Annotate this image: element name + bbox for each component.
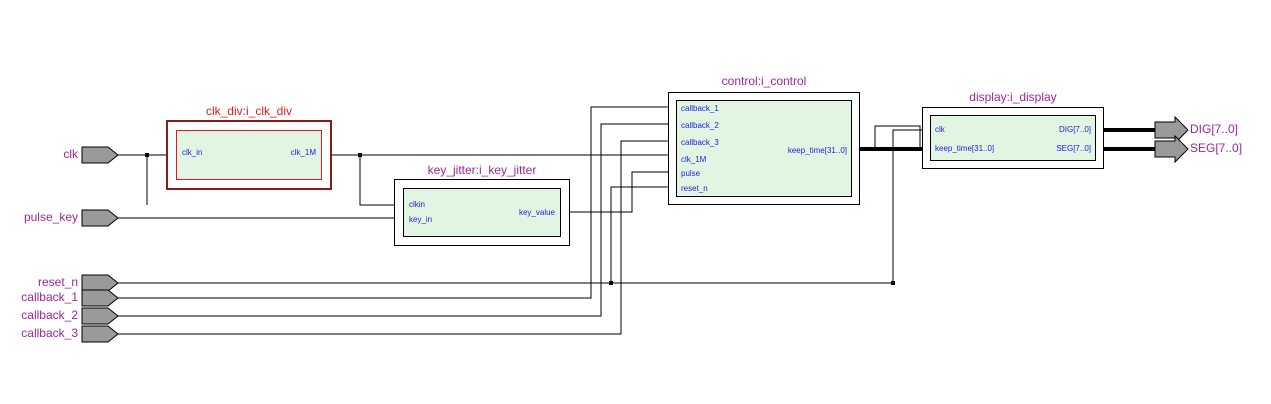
- pin-display-dig[interactable]: DIG[7..0]: [1058, 125, 1091, 134]
- pin-display-clk[interactable]: clk: [935, 125, 945, 134]
- wire-callback1-to-control: [112, 106, 668, 299]
- module-body-clk-div: [176, 130, 322, 180]
- junction-dot-resetn: [609, 281, 613, 285]
- port-label-callback-1[interactable]: callback_1: [21, 290, 78, 304]
- wire-callback3-to-control: [112, 140, 668, 335]
- module-title-key-jitter: key_jitter:i_key_jitter: [427, 163, 537, 177]
- module-control[interactable]: callback_1 callback_2 callback_3 clk_1M …: [668, 92, 860, 205]
- wire-resetn-to-control: [610, 186, 668, 283]
- pin-display-keep-time[interactable]: keep_time[31..0]: [935, 144, 995, 153]
- port-arrow-pulse-key: [81, 209, 119, 227]
- port-label-callback-3[interactable]: callback_3: [21, 326, 78, 340]
- port-label-dig[interactable]: DIG[7..0]: [1190, 122, 1239, 136]
- wire-clk1m-to-keyjitter-clkin: [359, 155, 404, 206]
- pin-control-clk-1m[interactable]: clk_1M: [681, 155, 707, 164]
- pin-clk-div-clk-in[interactable]: clk_in: [182, 148, 203, 157]
- port-label-seg[interactable]: SEG[7..0]: [1190, 141, 1243, 155]
- module-title-control: control:i_control: [721, 74, 807, 88]
- port-arrow-reset-n: [81, 274, 119, 292]
- module-clk-div[interactable]: clk_in clk_1M: [166, 120, 332, 190]
- module-display[interactable]: clk keep_time[31..0] DIG[7..0] SEG[7..0]: [922, 107, 1104, 169]
- pin-key-jitter-key-in[interactable]: key_in: [409, 215, 433, 224]
- port-arrow-seg: [1154, 134, 1189, 164]
- port-label-clk[interactable]: clk: [63, 147, 78, 161]
- pin-display-seg[interactable]: SEG[7..0]: [1056, 144, 1091, 153]
- pin-control-callback-3[interactable]: callback_3: [681, 138, 719, 147]
- pin-control-callback-2[interactable]: callback_2: [681, 121, 719, 130]
- pin-control-keep-time[interactable]: keep_time[31..0]: [787, 146, 847, 155]
- junction-dot-resetn-display: [891, 281, 895, 285]
- pin-clk-div-clk-1m[interactable]: clk_1M: [290, 148, 316, 157]
- port-arrow-clk: [81, 146, 119, 164]
- port-arrow-callback-1: [81, 289, 119, 307]
- module-key-jitter[interactable]: clkin key_in key_value: [394, 179, 570, 246]
- port-arrow-callback-2: [81, 307, 119, 325]
- wire-keyvalue-to-control-pulse: [568, 171, 668, 213]
- pin-control-callback-1[interactable]: callback_1: [681, 104, 719, 113]
- module-body-display: [930, 115, 1096, 161]
- junction-dot-clk: [145, 153, 149, 157]
- wire-resetn-to-display-clk: [892, 129, 922, 283]
- port-label-callback-2[interactable]: callback_2: [21, 308, 78, 322]
- module-title-clk-div: clk_div:i_clk_div: [205, 104, 293, 118]
- pin-key-jitter-key-value[interactable]: key_value: [518, 208, 555, 217]
- pin-control-reset-n[interactable]: reset_n: [681, 184, 708, 193]
- pin-control-pulse[interactable]: pulse: [681, 169, 701, 178]
- module-body-control: [676, 100, 852, 197]
- output-port-shapes: [1154, 115, 1189, 164]
- port-arrow-dig: [1154, 115, 1189, 145]
- wire-keeptime-jog: [874, 125, 921, 149]
- input-port-shapes: [81, 146, 119, 343]
- module-body-key-jitter: [403, 188, 561, 237]
- pin-key-jitter-clkin[interactable]: clkin: [409, 200, 426, 209]
- module-title-display: display:i_display: [969, 90, 1057, 104]
- junction-dot-clk1m: [358, 153, 362, 157]
- port-label-pulse-key[interactable]: pulse_key: [23, 210, 78, 224]
- port-label-reset-n[interactable]: reset_n: [37, 275, 78, 289]
- port-arrow-callback-3: [81, 325, 119, 343]
- wire-callback2-to-control: [112, 123, 668, 317]
